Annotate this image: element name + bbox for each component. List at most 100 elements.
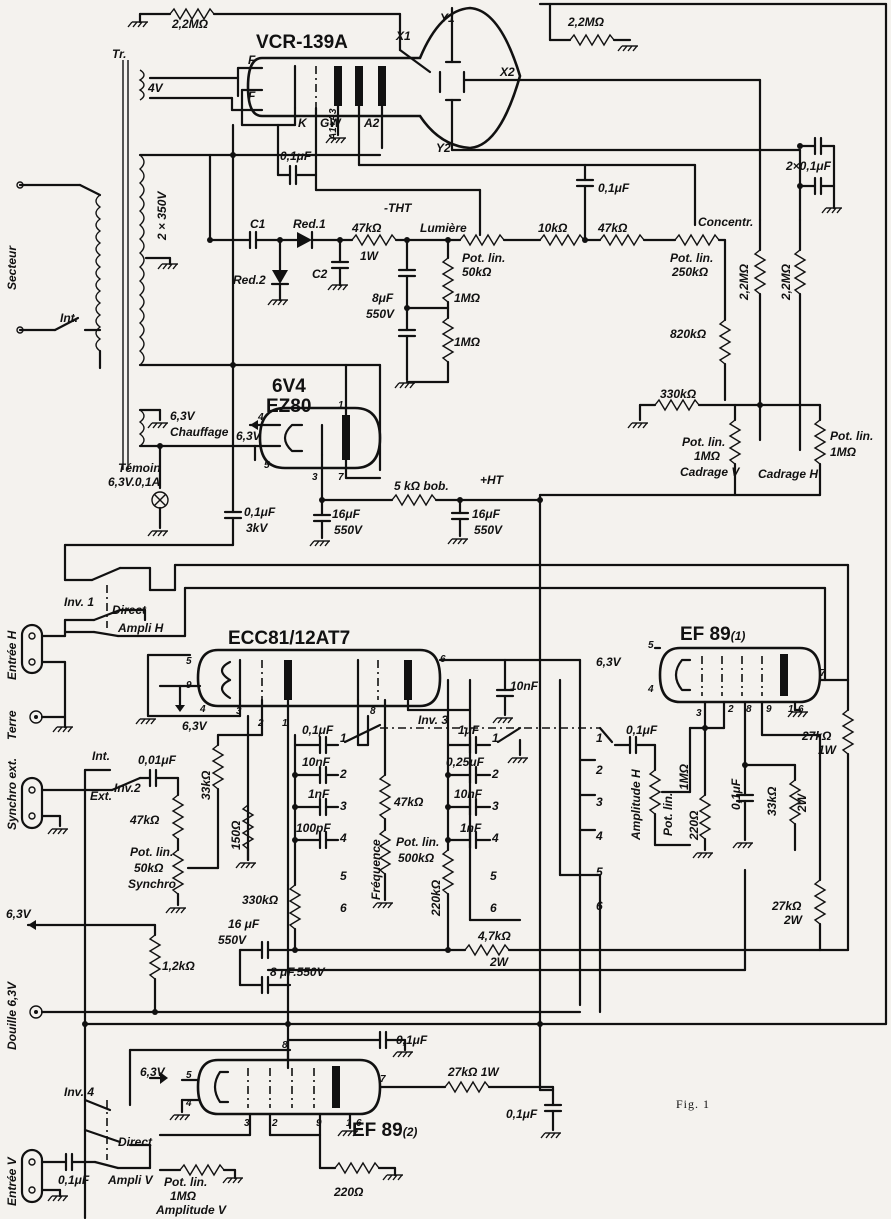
pot-synchro-a: Pot. lin.	[130, 845, 173, 859]
r330k-label: 330kΩ	[242, 893, 279, 907]
r1m-b: 1MΩ	[454, 335, 481, 349]
crt-pin-x2: X2	[499, 65, 515, 79]
rect-label-a: 6V4	[272, 376, 306, 397]
temoin-rating: 6,3V.0,1A	[108, 475, 160, 489]
rectifier-envelope	[258, 406, 382, 470]
secteur-label: Secteur	[5, 245, 19, 290]
ecc81-pin8: 8	[370, 706, 376, 717]
pot-cadrage-v-a: Pot. lin.	[682, 435, 725, 449]
pot-ampv-a: Pot. lin.	[164, 1175, 207, 1189]
c01-amph: 0,1μF	[626, 723, 658, 737]
ecc81-pin1: 1	[282, 718, 288, 729]
pos-b-2: 2	[491, 767, 499, 781]
pos-b-4: 4	[491, 831, 499, 845]
pot-freq-b: 500kΩ	[398, 851, 435, 865]
ef89-1-pin4: 4	[647, 684, 654, 695]
ef89-2-pin1: 1	[346, 1118, 352, 1129]
pot-concentr-b: 250kΩ	[671, 265, 709, 279]
pot-amph-a: Pot. lin.	[661, 793, 675, 836]
ef89-1-pin5: 5	[648, 640, 654, 651]
rect-heater: 6,3V	[236, 429, 262, 443]
r47k-label: 47kΩ	[597, 221, 628, 235]
pos-b-3: 3	[492, 799, 499, 813]
c16b-value: 16μF	[472, 507, 501, 521]
power-section	[16, 60, 542, 1092]
c3kv-voltage: 3kV	[246, 521, 268, 535]
pos-a-3: 3	[340, 799, 347, 813]
junction-dots	[82, 143, 803, 1027]
entree-h-label: Entrée H	[5, 630, 19, 680]
ef89-2-label: EF 89(2)	[352, 1120, 417, 1141]
rect-pin4: 4	[257, 412, 264, 423]
pos-h-2: 2	[595, 763, 603, 777]
crt-pin-y2: Y2	[436, 141, 451, 155]
inv1-label: Inv. 1	[64, 595, 94, 609]
amp-v-section	[148, 1030, 563, 1181]
r27k-b-w: 2W	[783, 913, 804, 927]
ecc81-pin9: 9	[186, 680, 192, 691]
ef89-1-pin6: 6	[798, 704, 804, 715]
cadrage-v-label: Cadrage V	[680, 465, 740, 479]
amplitude-v-label: Amplitude V	[155, 1203, 227, 1217]
amplitude-h-label: Amplitude H	[629, 769, 643, 841]
r27k-ampv: 27kΩ 1W	[447, 1065, 500, 1079]
direct1-label: Direct	[112, 603, 147, 617]
c8-tb-label: 8 μF.550V	[270, 965, 326, 979]
cap-b-3: 10nF	[454, 787, 483, 801]
pos-h-1: 1	[596, 731, 603, 745]
pos-h-3: 3	[596, 795, 603, 809]
ecc81-label: ECC81/12AT7	[228, 628, 350, 649]
ef89-2-pin3: 3	[244, 1118, 250, 1129]
ef89-2-pin8: 8	[282, 1040, 288, 1051]
concentr-label: Concentr.	[698, 215, 753, 229]
pos-b-5: 5	[490, 869, 497, 883]
crt-pin-x1: X1	[395, 29, 411, 43]
r2m2-v-label: 2,2MΩ	[737, 263, 751, 301]
pos-a-4: 4	[339, 831, 347, 845]
inv2-label: Inv.2	[114, 781, 141, 795]
crt-label: VCR-139A	[256, 32, 348, 53]
r47k-1w-value: 47kΩ	[351, 221, 382, 235]
pot-ampv-b: 1MΩ	[170, 1189, 197, 1203]
ef89-2-pin6: 6	[356, 1118, 362, 1129]
figure-caption: Fig. 1	[676, 1097, 710, 1111]
cap-a-1: 0,1μF	[302, 723, 334, 737]
temoin-label: Témoin	[118, 461, 161, 475]
r33k-tb: 33kΩ	[199, 770, 213, 800]
synchro-ext-label: Synchro ext.	[5, 758, 19, 830]
cap-b-4: 1nF	[460, 821, 482, 835]
c16-value: 16μF	[332, 507, 361, 521]
ext-switch-label: Ext.	[90, 789, 112, 803]
c3kv-value: 0,1μF	[244, 505, 276, 519]
cap-a-4: 100pF	[296, 821, 331, 835]
ef89-2-pin4: 4	[185, 1098, 192, 1109]
cap-a-2: 10nF	[302, 755, 331, 769]
ef89-1-pin3: 3	[696, 708, 702, 719]
r47k-tb: 47kΩ	[129, 813, 160, 827]
c16-tb-value: 16 μF	[228, 917, 260, 931]
ht-label: +HT	[480, 473, 505, 487]
synchro-label: Synchro	[128, 877, 176, 891]
r33k-amph: 33kΩ	[765, 786, 779, 816]
int-switch-label: Int.	[92, 749, 110, 763]
r4k7-label: 4,7kΩ	[477, 929, 511, 943]
ecc81-pin6: 6	[440, 654, 446, 665]
freq-label: Fréquence	[369, 839, 383, 900]
c01v-label: 0,1μF	[58, 1173, 90, 1187]
tr-6v3: 6,3V	[170, 409, 196, 423]
ef89-1-pin2: 2	[727, 704, 734, 715]
pos-h-6: 6	[596, 899, 603, 913]
int-label: Int.	[60, 311, 78, 325]
ef89-2-pin7: 7	[380, 1074, 386, 1085]
lumiere-label: Lumière	[420, 221, 467, 235]
ef89-1-pin8: 8	[746, 704, 752, 715]
crt-pin-k: K	[298, 116, 308, 130]
pot-lumiere-b: 50kΩ	[462, 265, 492, 279]
tr-4v: 4V	[147, 81, 164, 95]
v63-out-label: 6,3V	[6, 907, 32, 921]
tr-chauffage: Chauffage	[170, 425, 229, 439]
ef89-1-pin7: 7	[820, 668, 826, 679]
ecc81-pin5: 5	[186, 656, 192, 667]
ampli-v-label: Ampli V	[107, 1173, 154, 1187]
